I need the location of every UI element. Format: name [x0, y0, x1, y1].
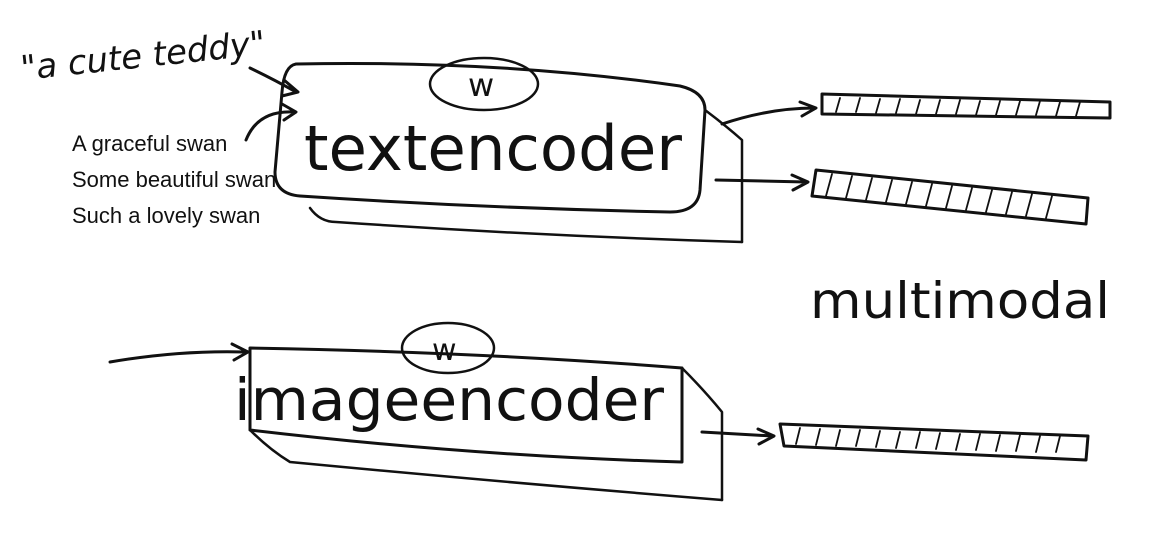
- arrow-text-embedding-2: [714, 173, 810, 192]
- arrow-input-to-image-encoder: [108, 342, 250, 364]
- image-encoder-box: w imageencoder: [234, 321, 724, 502]
- text-encoder-box: w textencoder: [273, 56, 744, 244]
- text-embedding-bar-2: [810, 168, 1090, 226]
- arrow-image-embedding: [700, 427, 776, 446]
- arrow-prompt-to-encoder: [248, 66, 300, 98]
- image-encoder-label: imageencoder: [234, 366, 664, 434]
- multimodal-label: multimodal: [810, 272, 1110, 330]
- arrow-examples-to-encoder: [244, 102, 298, 142]
- text-example-1: A graceful swan: [72, 131, 228, 156]
- text-encoder-label: textencoder: [304, 112, 683, 185]
- image-embedding-bar: [778, 422, 1090, 462]
- prompt-quote: "a cute teddy": [19, 23, 268, 88]
- image-encoder-weight: w: [432, 333, 457, 368]
- arrow-text-embedding-1: [720, 100, 818, 126]
- text-example-2: Some beautiful swan: [72, 167, 277, 192]
- text-encoder-weight: w: [468, 66, 494, 104]
- text-embedding-bar-1: [820, 92, 1112, 120]
- text-example-3: Such a lovely swan: [72, 203, 261, 228]
